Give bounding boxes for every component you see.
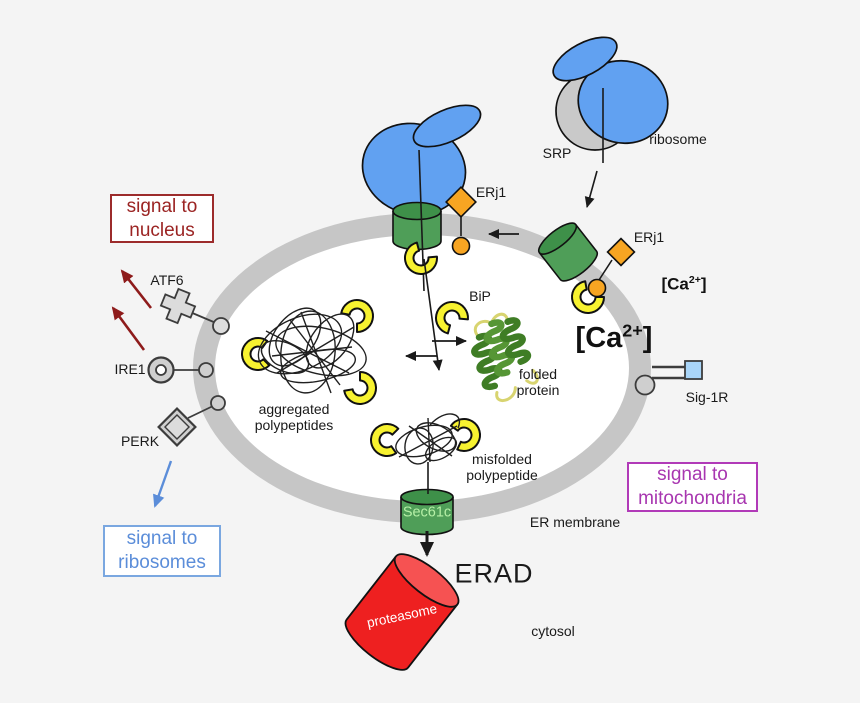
cytosol-label: cytosol — [531, 622, 575, 639]
ca-sup: 2+ — [688, 273, 701, 286]
folded-protein-drawing — [471, 312, 539, 402]
ca-close: ] — [642, 322, 653, 355]
sec61c-label: Sec61c — [402, 504, 452, 521]
ca-open: [Ca — [661, 274, 689, 294]
ca-concentration-label-small: [Ca2+] — [661, 274, 706, 294]
signal-mitochondria-line2: mitochondria — [638, 488, 747, 509]
folded-protein-label-line2: protein — [516, 382, 560, 398]
erj1-diamond-icon — [445, 186, 477, 256]
srp-label: SRP — [542, 144, 572, 161]
misfolded-label-line2: polypeptide — [466, 467, 538, 483]
misfolded-label-line1: misfolded — [472, 450, 532, 467]
aggregated-polypeptides-label: aggregated polypeptides — [255, 401, 334, 433]
aggregated-label-line2: polypeptides — [254, 417, 334, 433]
atf6-label: ATF6 — [150, 271, 184, 288]
erj1-label-right: ERj1 — [633, 228, 665, 245]
sig1r-receptor-icon — [634, 360, 703, 396]
ribosome-srp-icon — [552, 36, 669, 145]
aggregated-label-line1: aggregated — [258, 400, 330, 417]
arrows — [111, 170, 598, 557]
signal-ribosomes-line1: signal to — [126, 528, 198, 550]
folded-protein-label: folded protein — [517, 366, 560, 398]
erj1-lumenal-circle — [587, 278, 607, 298]
signal-to-mitochondria-box: signal to mitochondria — [627, 462, 758, 512]
erad-label: ERAD — [454, 558, 534, 589]
arrow-signal-ribosomes — [153, 460, 173, 508]
signal-mitochondria-line1: signal to — [657, 464, 728, 486]
translocon-icon — [537, 222, 599, 282]
bip-label: BiP — [469, 287, 491, 304]
signal-nucleus-line2: nucleus — [129, 219, 195, 241]
proteasome-icon — [344, 553, 460, 671]
signal-to-ribosomes-box: signal to ribosomes — [103, 525, 221, 577]
er-membrane-ellipse — [193, 213, 651, 523]
sig1r-label: Sig-1R — [685, 388, 729, 405]
arrow-signal-nucleus-1 — [120, 269, 153, 309]
aggregated-polypeptides-drawing — [257, 307, 367, 394]
ca-close: ] — [700, 274, 707, 294]
erj1-label-top: ERj1 — [475, 183, 507, 200]
er-membrane-label: ER membrane — [529, 513, 621, 530]
ca-concentration-label-large: [Ca2+] — [576, 321, 653, 356]
signal-ribosomes-line2: ribosomes — [118, 552, 206, 573]
arrow-chain-down — [423, 258, 443, 371]
ca-open: [Ca — [575, 322, 623, 355]
atf6-receptor-icon — [159, 287, 230, 335]
ire1-receptor-icon — [147, 356, 214, 384]
ca-sup: 2+ — [622, 320, 643, 341]
misfolded-polypeptide-drawing — [395, 413, 461, 465]
arrow-srp-to-membrane — [584, 170, 598, 208]
translocon-icon — [392, 201, 442, 251]
signal-nucleus-line1: signal to — [126, 195, 198, 217]
erj1-diamond-icon — [598, 237, 636, 281]
ire1-label: IRE1 — [114, 360, 146, 377]
perk-receptor-icon — [157, 395, 226, 447]
folded-protein-label-line1: folded — [518, 365, 558, 382]
arrow-signal-nucleus-2 — [111, 306, 146, 351]
perk-label: PERK — [120, 432, 160, 449]
ribosome-label: ribosome — [649, 130, 707, 147]
signal-to-nucleus-box: signal to nucleus — [110, 194, 214, 243]
misfolded-polypeptide-label: misfolded polypeptide — [466, 451, 538, 483]
